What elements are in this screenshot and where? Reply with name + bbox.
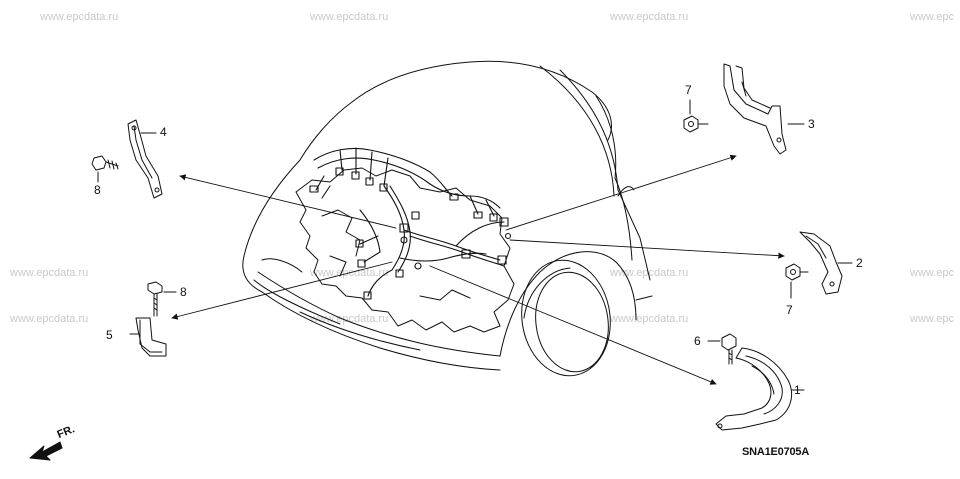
callout-7-lower[interactable]: 7 [786, 303, 793, 317]
leader-arrows [171, 154, 785, 385]
callout-7-upper[interactable]: 7 [685, 83, 692, 97]
watermark: www.epcdata.ru [10, 313, 89, 325]
diagram-code: SNA1E0705A [742, 446, 810, 458]
bracket-part-1 [716, 348, 804, 430]
bolt-part-8-lower [148, 282, 176, 316]
bolt-part-8-upper [92, 156, 118, 182]
watermark: www.epc [910, 313, 955, 325]
bracket-part-5 [130, 318, 166, 356]
nut-part-7-upper [684, 100, 708, 132]
watermark: www.epc [910, 11, 955, 23]
watermark: www.epcdata.ru [610, 313, 689, 325]
front-direction-arrow [30, 442, 62, 460]
callout-8-lower[interactable]: 8 [180, 285, 187, 299]
watermark: www.epcdata.ru [610, 11, 689, 23]
callout-1[interactable]: 1 [794, 383, 801, 397]
nut-part-7-lower [786, 264, 808, 298]
bracket-part-3 [724, 64, 804, 154]
bolt-part-6 [708, 334, 736, 364]
callout-6[interactable]: 6 [694, 334, 701, 348]
watermark: www.epcdata.ru [310, 11, 389, 23]
bracket-part-4 [128, 120, 162, 198]
callout-8-upper[interactable]: 8 [94, 183, 101, 197]
watermark: www.epcdata.ru [310, 313, 389, 325]
callout-2[interactable]: 2 [856, 256, 863, 270]
watermark: www.epc [910, 267, 955, 279]
bracket-part-2 [800, 232, 852, 294]
watermark: www.epcdata.ru [610, 267, 689, 279]
callout-3[interactable]: 3 [808, 117, 815, 131]
callout-4[interactable]: 4 [160, 125, 167, 139]
wiring-harness [310, 148, 511, 299]
watermark: www.epcdata.ru [10, 267, 89, 279]
watermark: www.epcdata.ru [40, 11, 119, 23]
car-body-outline [243, 61, 652, 381]
callout-5[interactable]: 5 [106, 328, 113, 342]
